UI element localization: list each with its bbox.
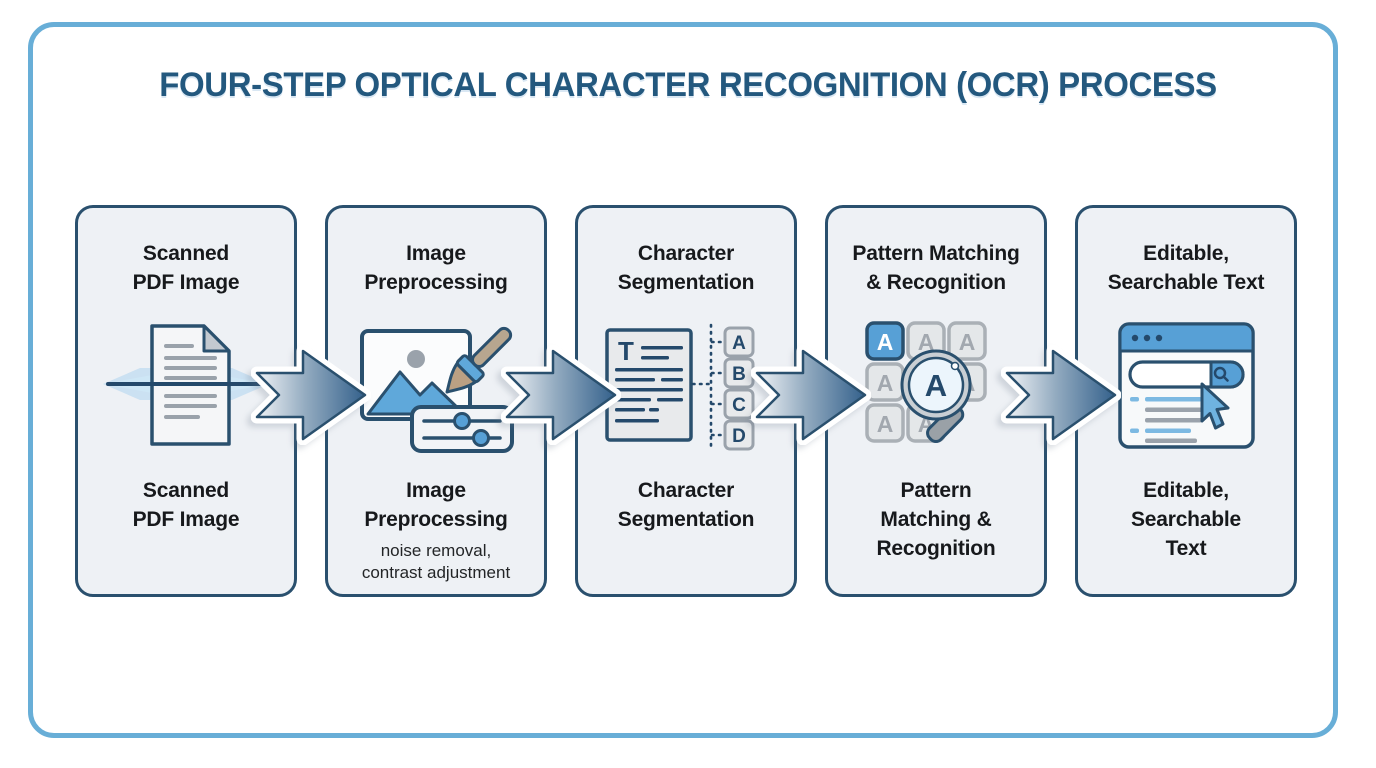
step-title: Character Segmentation bbox=[617, 242, 755, 294]
icon-wrap bbox=[100, 312, 272, 458]
step-title: Pattern Matching & Recognition bbox=[852, 242, 1020, 294]
segment-letter: B bbox=[732, 364, 746, 385]
letter-grid: A A A A A A A bbox=[864, 321, 987, 443]
grid-letter-selected: A bbox=[876, 329, 893, 355]
step-label: Image Preprocessing bbox=[364, 479, 508, 531]
scanned-document-icon bbox=[103, 324, 269, 446]
segment-letter: D bbox=[732, 426, 746, 447]
step-label: Character Segmentation bbox=[617, 479, 755, 531]
page-title: FOUR-STEP OPTICAL CHARACTER RECOGNITION … bbox=[159, 66, 1217, 104]
svg-text:A: A bbox=[958, 329, 975, 355]
step-subtitle: noise removal, contrast adjustment bbox=[361, 541, 511, 582]
segment-letter: C bbox=[732, 395, 746, 416]
step-label: Scanned PDF Image bbox=[132, 479, 240, 531]
step-card-scanned-pdf: Scanned PDF Image bbox=[75, 205, 297, 597]
step-title: Image Preprocessing bbox=[364, 242, 508, 294]
flow-arrow-icon bbox=[501, 345, 621, 445]
svg-text:A: A bbox=[876, 411, 893, 437]
letter-boxes: A B C D bbox=[710, 326, 754, 450]
document-text-lines bbox=[164, 344, 217, 419]
result-text-lines bbox=[1129, 396, 1207, 443]
image-preprocessing-icon bbox=[360, 326, 514, 453]
step-label: Editable, Searchable Text bbox=[1130, 479, 1242, 560]
segment-letter: A bbox=[732, 333, 746, 354]
window-dot bbox=[1131, 334, 1138, 341]
step-card-pattern-matching: Pattern Matching & Recognition A A A A A bbox=[825, 205, 1047, 597]
svg-text:A: A bbox=[917, 329, 934, 355]
window-dot bbox=[1155, 334, 1162, 341]
icon-wrap bbox=[350, 312, 522, 458]
step-title: Scanned PDF Image bbox=[132, 242, 240, 294]
brush bbox=[445, 326, 513, 394]
search-icon bbox=[1213, 366, 1226, 379]
lens-sparkle bbox=[950, 361, 959, 371]
pattern-matching-icon: A A A A A A A bbox=[864, 321, 987, 443]
magnifier: A bbox=[900, 349, 971, 443]
flow-arrow-icon bbox=[751, 345, 871, 445]
slider-knob bbox=[472, 429, 490, 447]
cursor-arrow-icon bbox=[1200, 382, 1229, 429]
step-title: Editable, Searchable Text bbox=[1107, 242, 1265, 294]
browser-title-bar bbox=[1118, 322, 1254, 352]
folded-corner bbox=[202, 324, 231, 353]
icon-wrap: T A bbox=[599, 312, 774, 458]
lens-letter: A bbox=[924, 368, 946, 403]
icon-wrap: A A A A A A A bbox=[859, 312, 1014, 458]
icon-wrap bbox=[1114, 312, 1259, 458]
brush-handle bbox=[470, 326, 513, 369]
scan-line bbox=[106, 382, 266, 386]
slider-knob bbox=[453, 412, 471, 430]
flow-arrow-icon bbox=[251, 345, 371, 445]
step-card-editable-text: Editable, Searchable Text bbox=[1075, 205, 1297, 597]
sun-dot bbox=[407, 350, 425, 368]
character-segmentation-icon: T A bbox=[604, 323, 754, 450]
editable-searchable-text-icon bbox=[1117, 321, 1255, 449]
document-text-lines bbox=[614, 345, 683, 422]
magnifier-lens bbox=[908, 358, 963, 412]
flow-arrow-icon bbox=[1001, 345, 1121, 445]
doc-letter: T bbox=[618, 336, 634, 366]
window-dot bbox=[1143, 334, 1150, 341]
svg-text:A: A bbox=[876, 370, 893, 396]
step-label: Pattern Matching & Recognition bbox=[876, 479, 996, 560]
